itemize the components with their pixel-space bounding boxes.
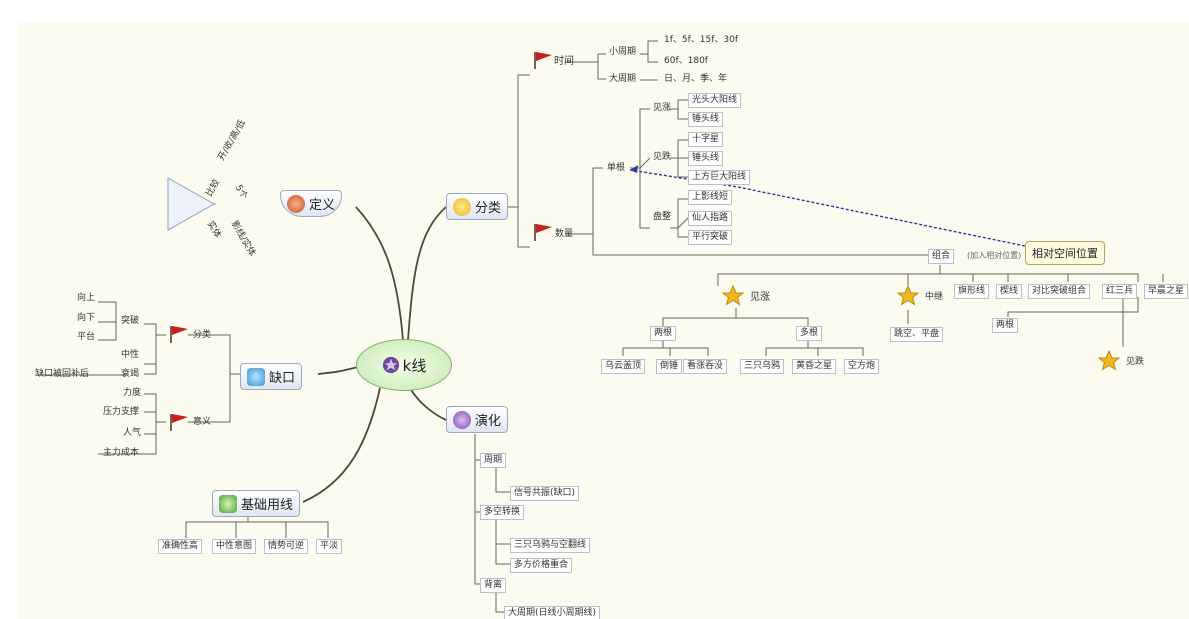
combo-mid-item: 跳空、平盘 (890, 327, 944, 342)
flag-icon (534, 52, 552, 69)
combo-right-bear: 见跌 (1126, 357, 1145, 367)
topic-icon (219, 494, 237, 513)
combo-right-sub: 两根 (992, 318, 1019, 333)
hold-item: 平行突破 (688, 230, 733, 245)
flag-icon (170, 326, 188, 343)
big-period-label: 大周期 (609, 74, 637, 84)
gap-meaning-item: 人气 (123, 428, 142, 438)
gap-meaning-label: 意义 (193, 417, 212, 427)
relative-position-topic[interactable]: 相对空间位置 (1025, 241, 1105, 265)
gap-break-label: 突破 (121, 316, 140, 326)
combo-group: 两根 (650, 326, 677, 341)
branch-basic[interactable]: 基础用线 (212, 490, 301, 517)
connector-layer (38, 40, 1164, 613)
hold-label: 盘整 (653, 212, 672, 222)
combo-item: 倒锤 (656, 359, 683, 374)
basic-leaf: 准确性高 (158, 539, 203, 554)
branch-gap-label: 缺口 (269, 371, 296, 386)
hold-item: 上影线短 (688, 190, 733, 205)
combo-mid-label: 中继 (925, 292, 944, 302)
gap-flat: 平台 (77, 332, 96, 342)
combo-right-item: 对比突破组合 (1028, 284, 1091, 299)
bear-item: 锤头线 (688, 151, 724, 166)
evolution-item: 周期 (480, 453, 507, 468)
relative-note: (加入相对位置) (967, 251, 1022, 260)
topic-icon (247, 367, 265, 386)
star-icon (382, 356, 399, 374)
relative-position-label: 相对空间位置 (1032, 247, 1098, 260)
evolution-item: 背离 (480, 578, 507, 593)
combo-bull-label: 见涨 (750, 292, 770, 303)
combo-right-item: 旗形线 (954, 284, 990, 299)
time-label: 时间 (554, 56, 574, 67)
combo-item: 乌云盖顶 (601, 359, 646, 374)
topic-icon (453, 197, 471, 216)
branch-classification-label: 分类 (475, 201, 502, 216)
evolution-item: 三只乌鸦与空翻线 (510, 538, 591, 553)
bull-item: 锤头线 (688, 112, 724, 127)
branch-definition[interactable]: 定义 (280, 190, 343, 217)
gap-meaning-item: 力度 (123, 388, 142, 398)
basic-leaf: 情势可逆 (264, 539, 309, 554)
bear-item: 十字星 (688, 132, 724, 147)
hold-item: 仙人指路 (688, 211, 733, 226)
branch-basic-label: 基础用线 (241, 498, 294, 513)
fishbone-icon (167, 177, 216, 231)
combo-item: 三只乌鸦 (740, 359, 785, 374)
topic-icon (287, 194, 305, 213)
branch-evolution[interactable]: 演化 (446, 406, 509, 433)
evolution-item: 信号共振(缺口) (510, 486, 580, 501)
star-icon (1098, 350, 1120, 371)
combo-item: 黄昏之星 (792, 359, 837, 374)
gap-fill: 缺口被回补后 (35, 369, 90, 379)
central-topic-label: k线 (402, 356, 427, 375)
bear-label: 见跌 (653, 152, 672, 162)
combo-group: 多根 (796, 326, 823, 341)
bull-item: 光头大阳线 (688, 93, 742, 108)
gap-meaning-item: 主力成本 (103, 448, 140, 458)
small-period-item: 1f、5f、15f、30f (664, 35, 739, 45)
quantity-label: 数量 (555, 229, 574, 239)
branch-definition-label: 定义 (309, 198, 336, 213)
evolution-item: 大周期(日线小周期线) (504, 606, 601, 619)
evolution-item: 多空转换 (480, 505, 525, 520)
central-topic[interactable]: k线 (356, 339, 452, 391)
combo-item: 空方炮 (844, 359, 880, 374)
evolution-item: 多方价格重合 (510, 558, 573, 573)
single-candle-label: 单根 (607, 163, 626, 173)
combo-label[interactable]: 组合 (928, 249, 955, 264)
small-period-item: 60f、180f (664, 56, 708, 66)
branch-evolution-label: 演化 (475, 414, 502, 429)
gap-class-label: 分类 (193, 330, 212, 340)
gap-exhaust: 衰竭 (121, 369, 140, 379)
branch-classification[interactable]: 分类 (446, 193, 509, 220)
gap-up: 向上 (77, 293, 96, 303)
combo-right-item: 早晨之星 (1144, 284, 1189, 299)
gap-down: 向下 (77, 313, 96, 323)
combo-right-item: 楔线 (996, 284, 1023, 299)
combo-right-item: 红三兵 (1102, 284, 1138, 299)
bear-item: 上方巨大阳线 (688, 170, 751, 185)
bull-label: 见涨 (653, 103, 672, 113)
flag-icon (534, 224, 552, 241)
star-icon (722, 285, 744, 306)
gap-middle: 中性 (121, 350, 140, 360)
flag-icon (170, 414, 188, 431)
mind-map-canvas: k线 开/收/高/低 5个 比较 实体 影线/实体 定义 分类 时间 小周期 1… (18, 22, 1189, 619)
basic-leaf: 中性意图 (212, 539, 257, 554)
small-period-label: 小周期 (609, 47, 637, 57)
topic-icon (453, 410, 471, 429)
gap-meaning-item: 压力支撑 (103, 407, 140, 417)
basic-leaf: 平淡 (316, 539, 343, 554)
combo-item: 看涨吞没 (683, 359, 728, 374)
star-icon (897, 285, 919, 306)
big-period-item: 日、月、季、年 (664, 74, 728, 84)
branch-gap[interactable]: 缺口 (240, 363, 303, 390)
